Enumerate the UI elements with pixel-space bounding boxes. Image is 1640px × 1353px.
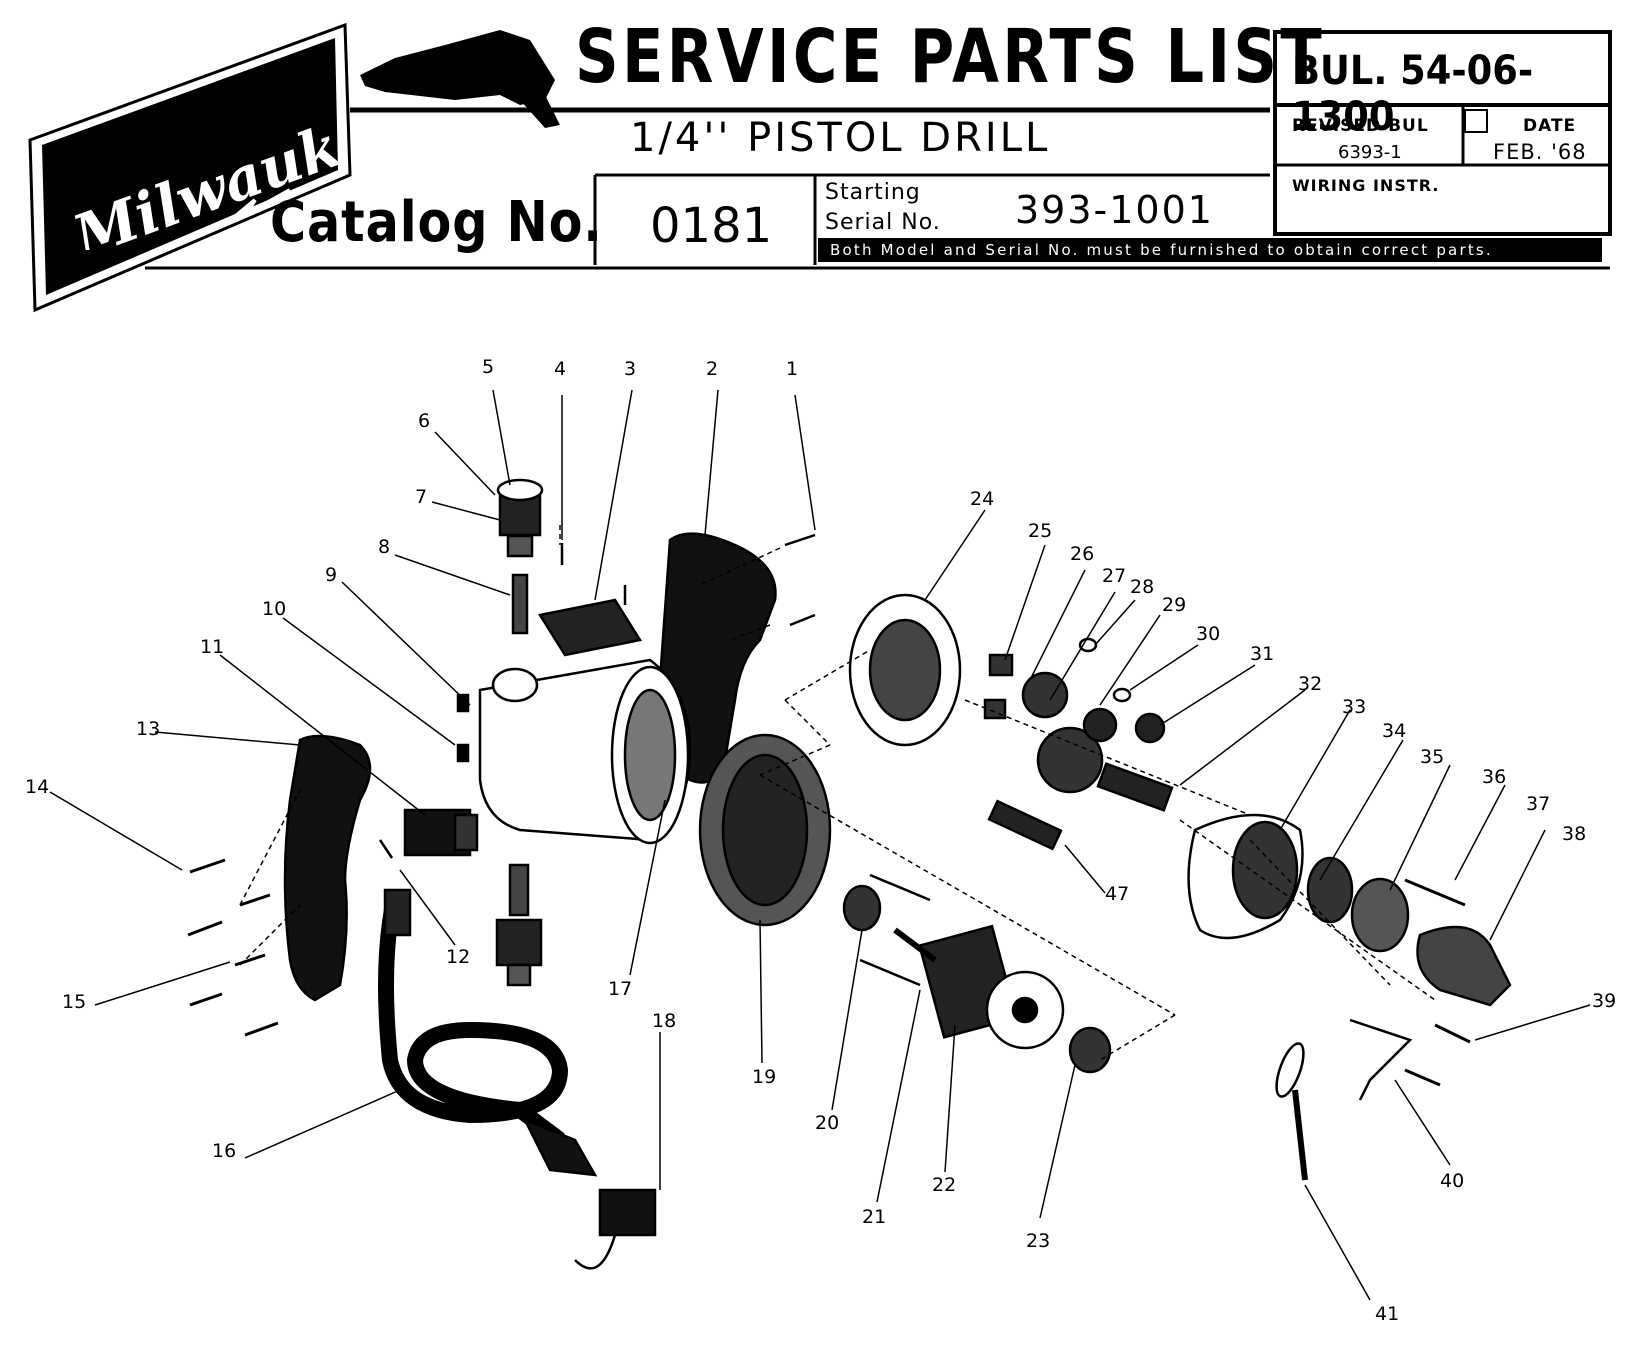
- callout-26: 26: [1070, 543, 1095, 565]
- callout-22: 22: [932, 1174, 957, 1196]
- callout-29: 29: [1162, 594, 1187, 616]
- callout-33: 33: [1342, 696, 1367, 718]
- catalog-label: Catalog No.: [270, 190, 603, 255]
- wiring-instructions-label: WIRING INSTR.: [1292, 176, 1440, 195]
- callout-23: 23: [1026, 1230, 1051, 1252]
- callout-16: 16: [212, 1140, 237, 1162]
- callout-31: 31: [1250, 643, 1275, 665]
- callout-7: 7: [415, 486, 428, 508]
- catalog-number: 0181: [650, 198, 773, 254]
- serial-label-line2: Serial No.: [825, 210, 941, 235]
- part-shapes: [187, 478, 1512, 1270]
- header-rules: [145, 30, 1612, 270]
- callout-34: 34: [1382, 720, 1407, 742]
- callout-21: 21: [862, 1206, 887, 1228]
- revised-bul-value: 6393-1: [1338, 142, 1402, 163]
- callout-15: 15: [62, 991, 87, 1013]
- callout-35: 35: [1420, 746, 1445, 768]
- callout-25: 25: [1028, 520, 1053, 542]
- date-value: FEB. '68: [1493, 140, 1587, 164]
- callout-9: 9: [325, 564, 338, 586]
- date-label: DATE: [1523, 116, 1577, 136]
- callout-40: 40: [1440, 1170, 1465, 1192]
- assembly-dash-lines: [239, 525, 1436, 1061]
- leader-lines: [49, 389, 1591, 1301]
- callout-36: 36: [1482, 766, 1507, 788]
- callout-3: 3: [624, 358, 637, 380]
- callout-30: 30: [1196, 623, 1221, 645]
- callout-10: 10: [262, 598, 287, 620]
- milwaukee-logo: [28, 22, 352, 313]
- callout-28: 28: [1130, 576, 1155, 598]
- callout-41: 41: [1375, 1303, 1400, 1325]
- serial-label-line1: Starting: [825, 180, 921, 205]
- header-drill-icon: [360, 30, 560, 128]
- callout-47: 47: [1105, 883, 1130, 905]
- callout-39: 39: [1592, 990, 1617, 1012]
- callout-8: 8: [378, 536, 391, 558]
- ordering-notice: Both Model and Serial No. must be furnis…: [818, 238, 1602, 262]
- callout-13: 13: [136, 718, 161, 740]
- callout-2: 2: [706, 358, 719, 380]
- callout-4: 4: [554, 358, 567, 380]
- milwaukee-logo-lettering: Milwaukee: [63, 120, 345, 250]
- callout-14: 14: [25, 776, 50, 798]
- page-title: SERVICE PARTS LIST: [575, 14, 1325, 100]
- bulletin-number: BUL. 54-06-1300: [1292, 48, 1534, 140]
- product-subtitle: 1/4'' PISTOL DRILL: [630, 115, 1051, 161]
- callout-32: 32: [1298, 673, 1323, 695]
- callout-11: 11: [200, 636, 225, 658]
- revised-bul-label: REVISED BUL: [1292, 116, 1429, 136]
- svg-text:Milwaukee: Milwaukee: [63, 120, 345, 250]
- callout-12: 12: [446, 946, 471, 968]
- callout-27: 27: [1102, 565, 1127, 587]
- callout-37: 37: [1526, 793, 1551, 815]
- callout-17: 17: [608, 978, 633, 1000]
- callout-19: 19: [752, 1066, 777, 1088]
- serial-number: 393-1001: [1015, 188, 1214, 232]
- callout-5: 5: [482, 356, 495, 378]
- callout-38: 38: [1562, 823, 1587, 845]
- callout-1: 1: [786, 358, 799, 380]
- callout-18: 18: [652, 1010, 677, 1032]
- callout-20: 20: [815, 1112, 840, 1134]
- callout-6: 6: [418, 410, 431, 432]
- serial-label: Starting Serial No.: [825, 178, 941, 238]
- callout-24: 24: [970, 488, 995, 510]
